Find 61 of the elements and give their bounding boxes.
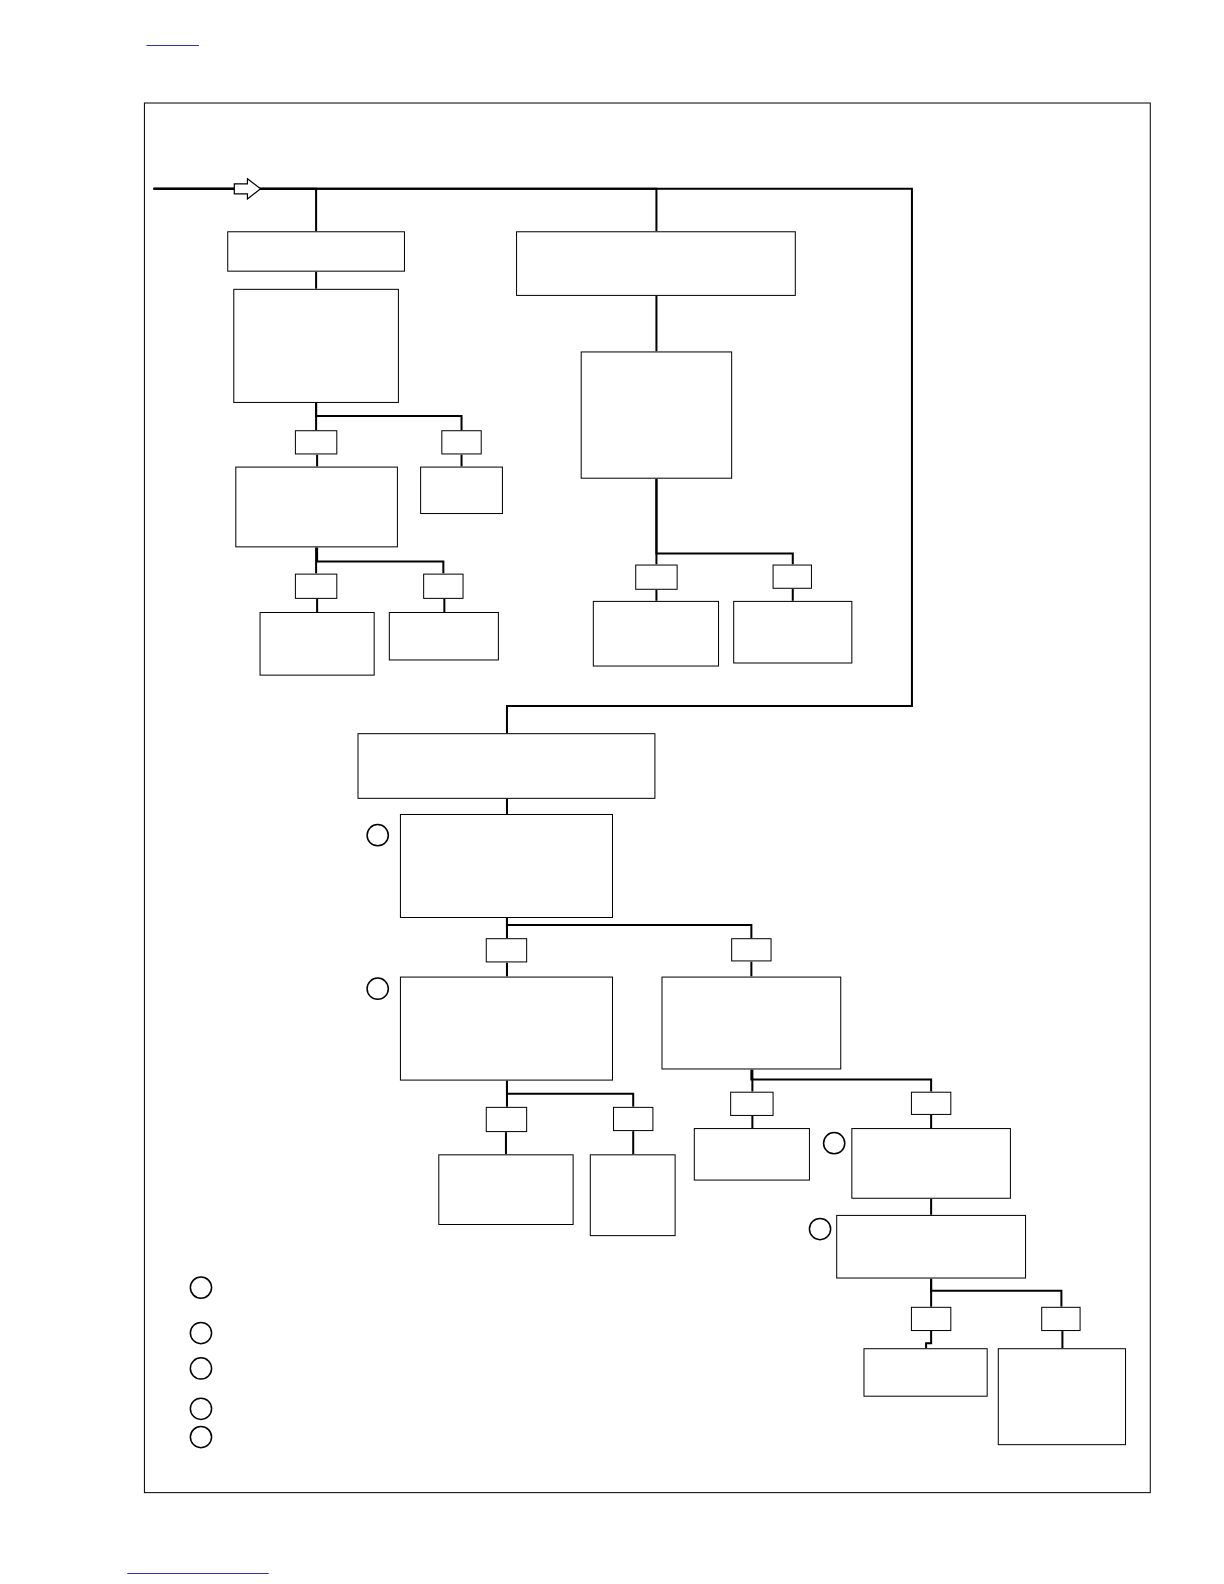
connector-line xyxy=(930,1278,1063,1307)
empty-box xyxy=(863,1348,988,1397)
connector-line xyxy=(925,1331,933,1349)
empty-box xyxy=(592,600,720,667)
empty-box xyxy=(388,612,499,661)
empty-box xyxy=(294,430,338,455)
connector-line xyxy=(655,478,794,565)
connector-line xyxy=(751,1115,754,1129)
connector-line xyxy=(316,547,445,574)
connector-line xyxy=(504,1132,507,1155)
connector-line xyxy=(315,271,318,289)
empty-box xyxy=(235,466,398,548)
empty-box xyxy=(399,976,613,1081)
empty-box xyxy=(733,600,853,664)
empty-box xyxy=(438,1154,574,1225)
empty-box xyxy=(441,430,482,455)
empty-box xyxy=(580,351,733,479)
empty-box xyxy=(731,938,772,962)
empty-box xyxy=(730,1091,774,1116)
connector-line xyxy=(655,295,658,352)
empty-box xyxy=(423,573,464,599)
empty-box xyxy=(851,1128,1011,1199)
connector-line xyxy=(315,402,463,431)
empty-box xyxy=(661,976,842,1070)
empty-box xyxy=(294,573,338,599)
empty-box xyxy=(635,564,678,590)
empty-box xyxy=(997,1348,1127,1446)
connector-line xyxy=(315,547,318,574)
connector-line xyxy=(505,918,753,939)
empty-box xyxy=(399,814,613,918)
empty-box xyxy=(836,1214,1027,1279)
empty-box xyxy=(589,1154,676,1237)
connector-line xyxy=(153,187,913,734)
empty-box xyxy=(1041,1306,1081,1332)
empty-box xyxy=(910,1306,952,1332)
connector-line xyxy=(505,962,508,977)
connector-line xyxy=(316,454,319,467)
empty-box xyxy=(233,288,399,403)
empty-box xyxy=(613,1106,654,1132)
empty-box xyxy=(485,1106,528,1133)
connector-line xyxy=(930,1114,933,1129)
connector-line xyxy=(791,588,794,601)
connector-line xyxy=(750,961,753,977)
empty-box xyxy=(259,612,375,676)
empty-box xyxy=(420,466,503,515)
connector-line xyxy=(505,1080,635,1107)
empty-box xyxy=(227,231,405,272)
empty-box xyxy=(357,733,656,799)
connector-line xyxy=(930,1198,933,1215)
empty-box xyxy=(485,938,528,963)
connector-line xyxy=(632,1131,635,1155)
empty-box xyxy=(910,1091,952,1115)
empty-box xyxy=(516,231,796,296)
connector-line xyxy=(505,798,508,814)
connector-line xyxy=(750,1069,933,1092)
connector-line xyxy=(1061,1331,1064,1349)
connector-line xyxy=(751,1069,754,1092)
connector-line xyxy=(655,589,658,601)
connector-line xyxy=(460,454,463,467)
empty-box xyxy=(772,564,812,589)
empty-box xyxy=(693,1128,810,1181)
